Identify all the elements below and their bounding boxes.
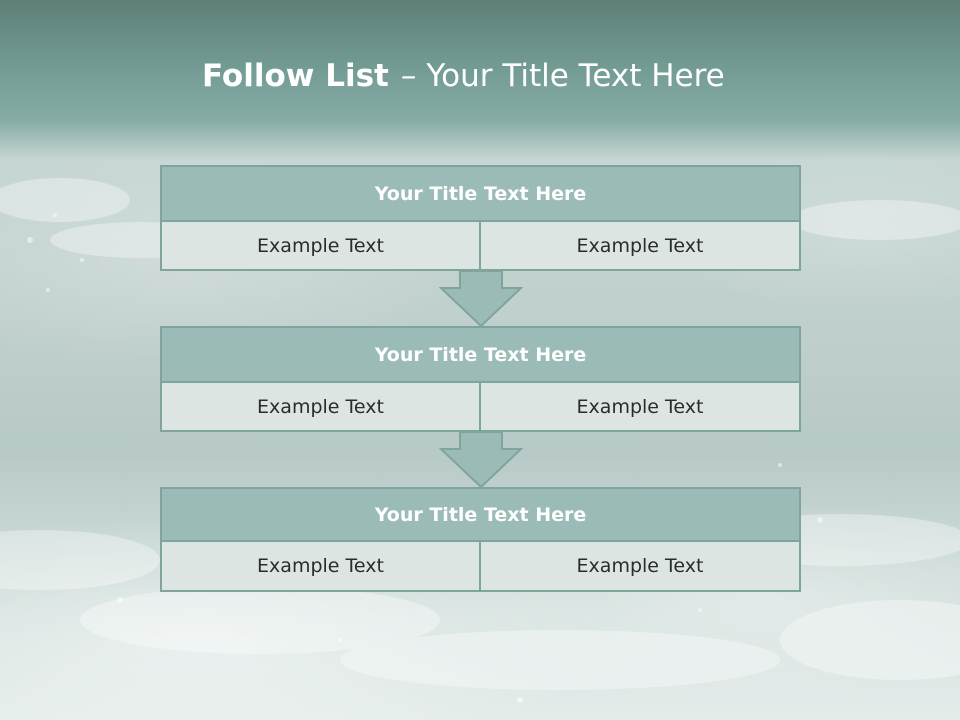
block-cell-left[interactable]: Example Text <box>160 383 481 432</box>
block-title[interactable]: Your Title Text Here <box>160 165 801 222</box>
list-block-2: Your Title Text Here Example Text Exampl… <box>160 326 801 432</box>
slide-title-rest: Your Title Text Here <box>426 58 725 94</box>
down-arrow-icon <box>439 431 523 489</box>
down-arrow-icon <box>439 270 523 328</box>
title-band: Follow List–Your Title Text Here <box>0 0 960 150</box>
block-cell-right[interactable]: Example Text <box>479 383 801 432</box>
slide-title: Follow List–Your Title Text Here <box>202 56 725 100</box>
block-title[interactable]: Your Title Text Here <box>160 326 801 383</box>
block-cell-right[interactable]: Example Text <box>479 222 801 271</box>
slide-title-separator: – <box>400 58 417 94</box>
block-cell-left[interactable]: Example Text <box>160 542 481 592</box>
slide-title-bold: Follow List <box>202 58 389 94</box>
block-cell-left[interactable]: Example Text <box>160 222 481 271</box>
list-block-1: Your Title Text Here Example Text Exampl… <box>160 165 801 271</box>
block-title[interactable]: Your Title Text Here <box>160 487 801 542</box>
block-cell-right[interactable]: Example Text <box>479 542 801 592</box>
list-block-3: Your Title Text Here Example Text Exampl… <box>160 487 801 592</box>
